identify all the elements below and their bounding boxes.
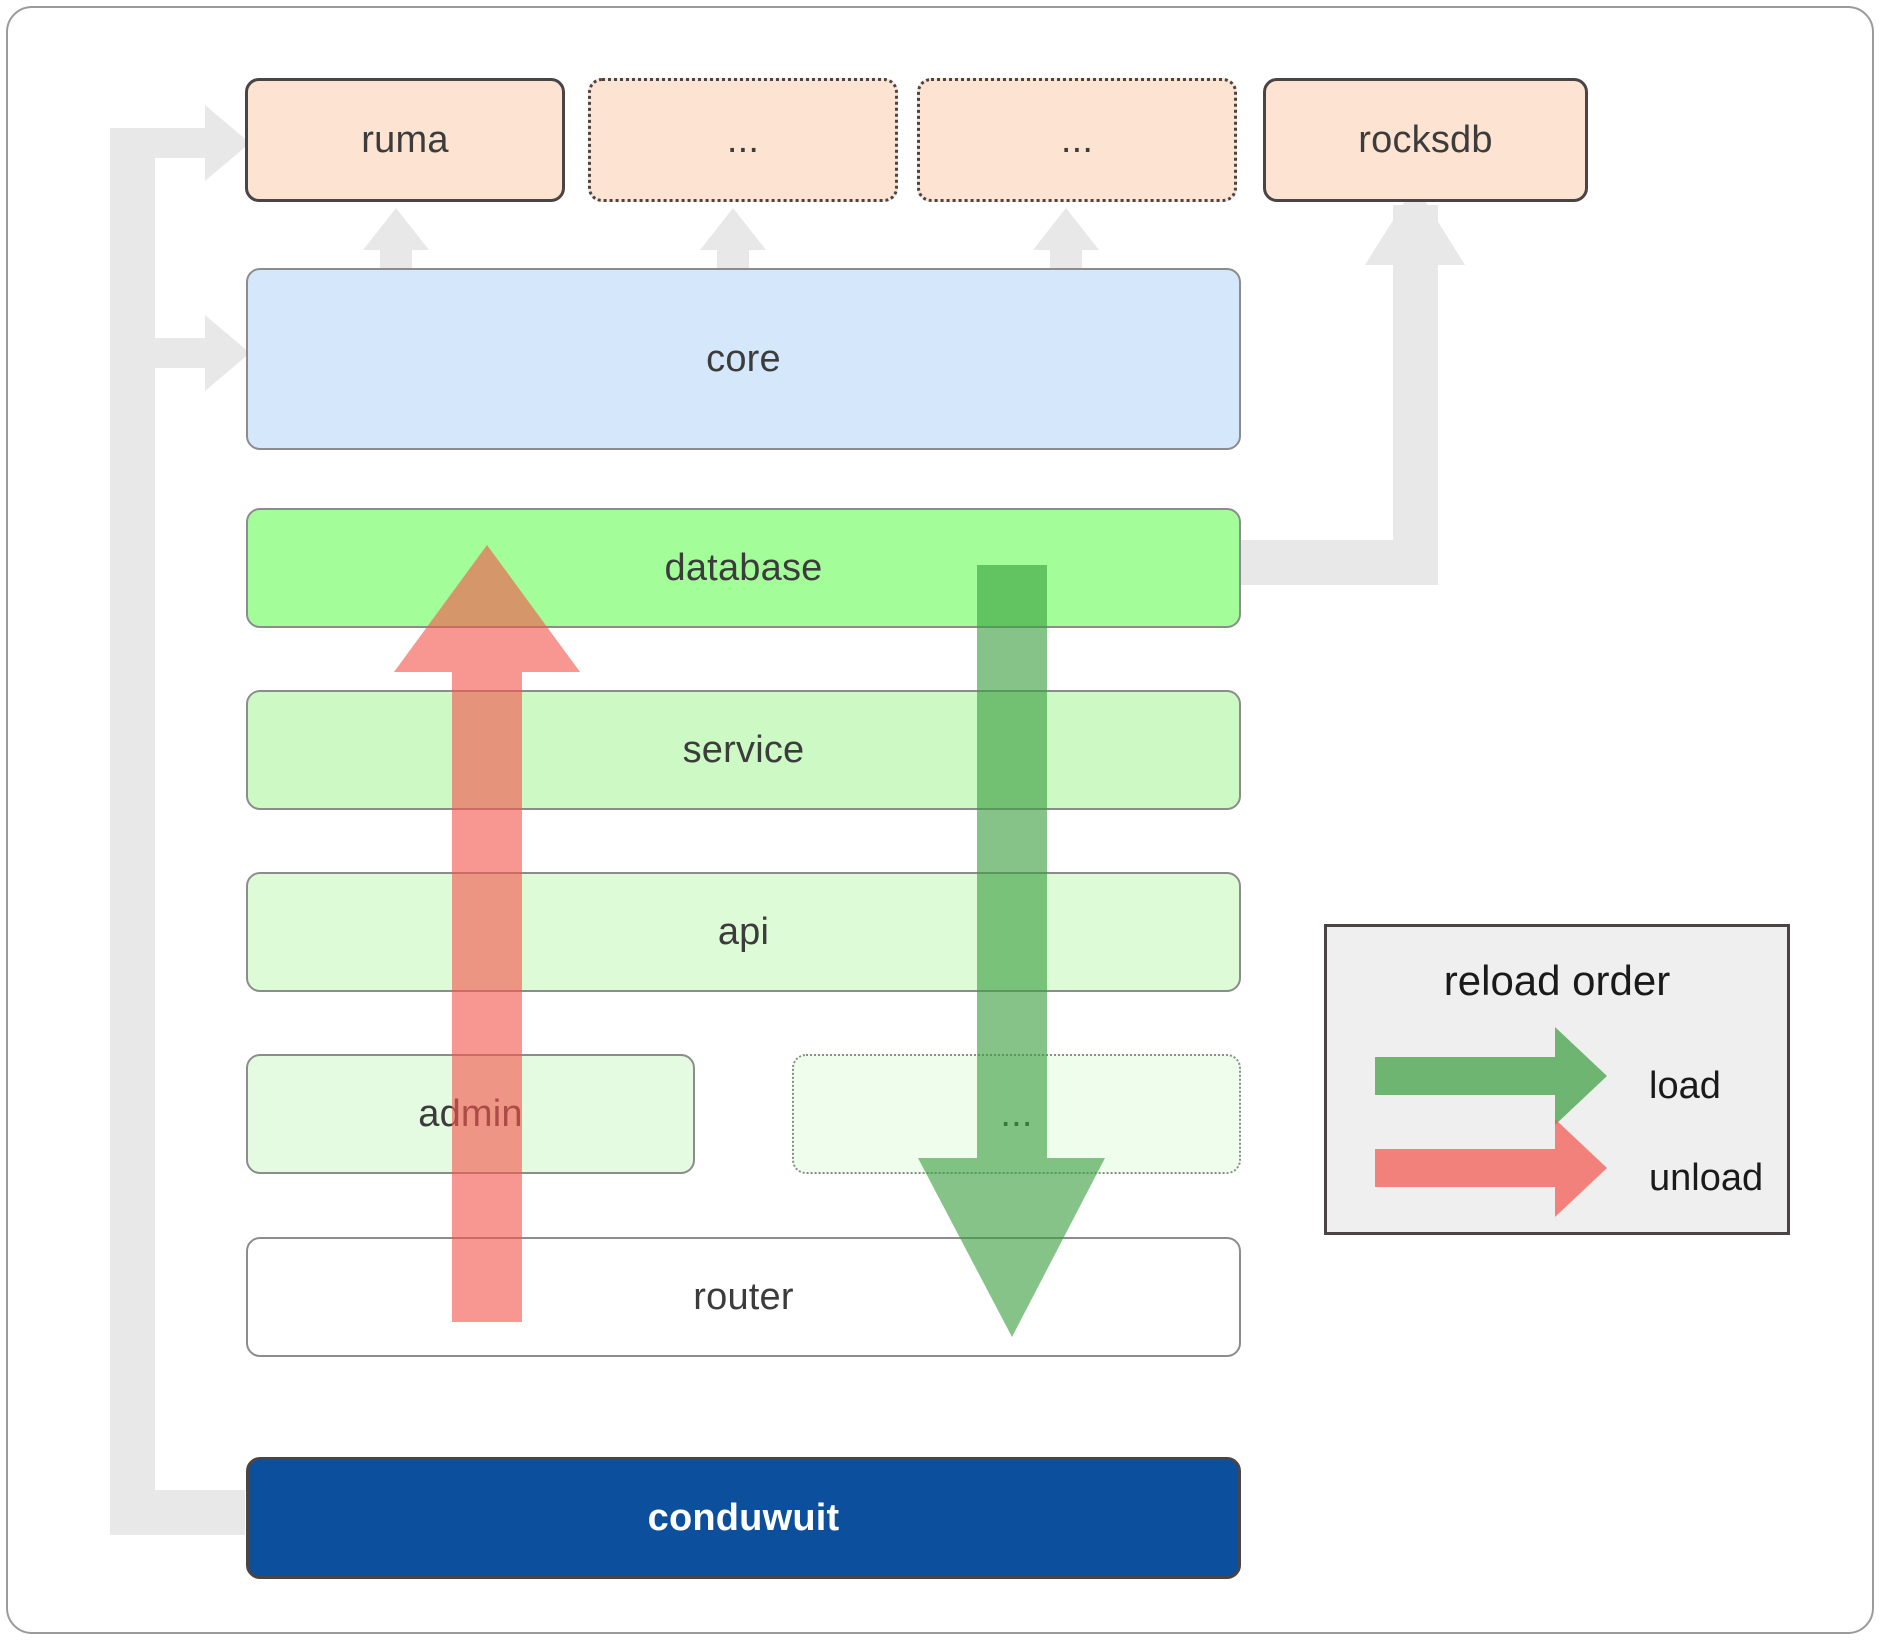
node-top-ellipsis-2[interactable]: ... xyxy=(917,78,1237,202)
node-conduwuit-label: conduwuit xyxy=(647,1496,840,1539)
node-top-ellipsis-2-label: ... xyxy=(1060,118,1094,161)
node-router[interactable]: router xyxy=(246,1237,1241,1357)
legend-label-load: load xyxy=(1649,1065,1721,1107)
legend-label-unload: unload xyxy=(1649,1157,1764,1199)
node-bottom-ellipsis-label: ... xyxy=(1000,1092,1033,1135)
node-top-ellipsis-1[interactable]: ... xyxy=(588,78,898,202)
node-core-label: core xyxy=(706,337,781,380)
node-ruma-label: ruma xyxy=(361,118,449,161)
node-database[interactable]: database xyxy=(246,508,1241,628)
node-rocksdb-label: rocksdb xyxy=(1358,118,1493,161)
node-router-label: router xyxy=(693,1275,794,1318)
node-core[interactable]: core xyxy=(246,268,1241,450)
node-bottom-ellipsis[interactable]: ... xyxy=(792,1054,1241,1174)
node-service[interactable]: service xyxy=(246,690,1241,810)
node-rocksdb[interactable]: rocksdb xyxy=(1263,78,1588,202)
node-conduwuit[interactable]: conduwuit xyxy=(246,1457,1241,1579)
node-admin-label: admin xyxy=(418,1092,523,1135)
legend-arrow-swatches xyxy=(1375,1027,1607,1217)
legend-title: reload order xyxy=(1443,957,1671,1004)
node-service-label: service xyxy=(682,728,805,771)
node-ruma[interactable]: ruma xyxy=(245,78,565,202)
legend-load-arrow-icon xyxy=(1375,1027,1607,1125)
node-api[interactable]: api xyxy=(246,872,1241,992)
node-api-label: api xyxy=(717,910,770,953)
legend-unload-arrow-icon xyxy=(1375,1119,1607,1217)
node-admin[interactable]: admin xyxy=(246,1054,695,1174)
node-top-ellipsis-1-label: ... xyxy=(726,118,760,161)
node-database-label: database xyxy=(664,546,823,589)
legend-reload-order: reload order load unload xyxy=(1324,924,1790,1235)
